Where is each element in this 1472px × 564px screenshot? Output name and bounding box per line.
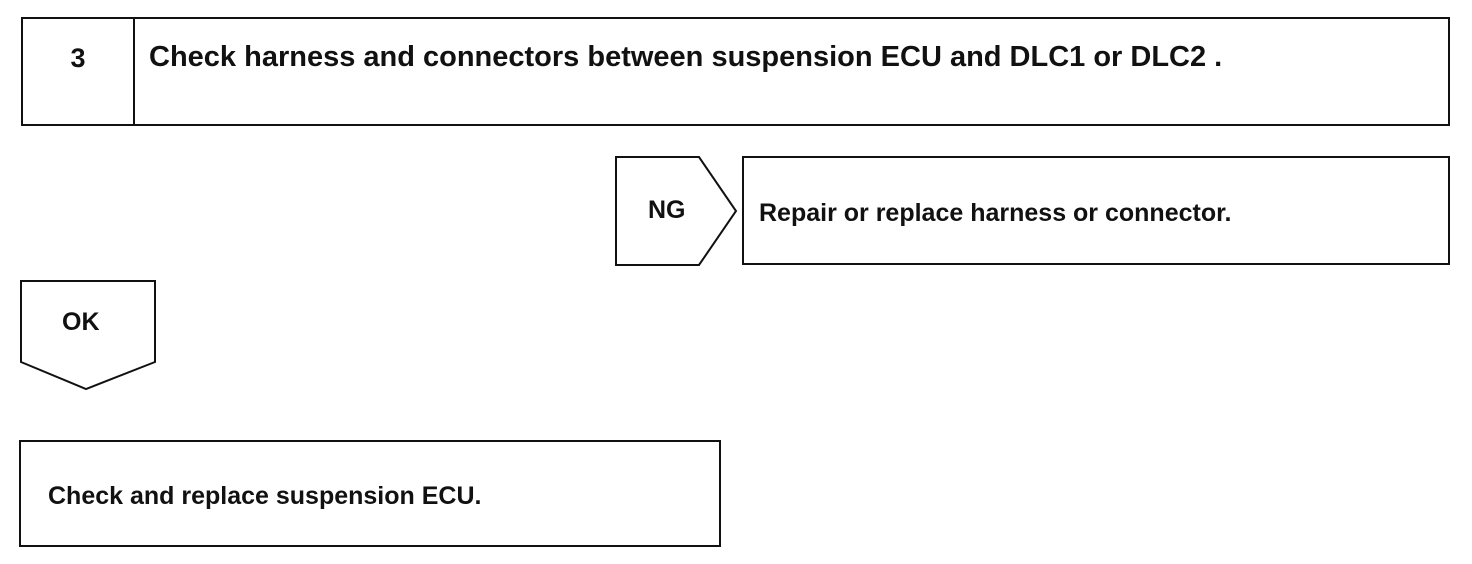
ok-label: OK	[62, 308, 100, 336]
ng-arrow-shape	[615, 156, 738, 266]
step-title: Check harness and connectors between sus…	[149, 41, 1223, 73]
ng-label: NG	[648, 196, 686, 224]
ng-action-text: Repair or replace harness or connector.	[759, 199, 1232, 227]
final-action-text: Check and replace suspension ECU.	[48, 482, 482, 510]
step-box: 3 Check harness and connectors between s…	[21, 17, 1450, 126]
ok-arrow-shape	[20, 280, 156, 391]
ng-action-box: Repair or replace harness or connector.	[742, 156, 1450, 265]
step-number: 3	[23, 19, 135, 124]
final-action-box: Check and replace suspension ECU.	[19, 440, 721, 547]
